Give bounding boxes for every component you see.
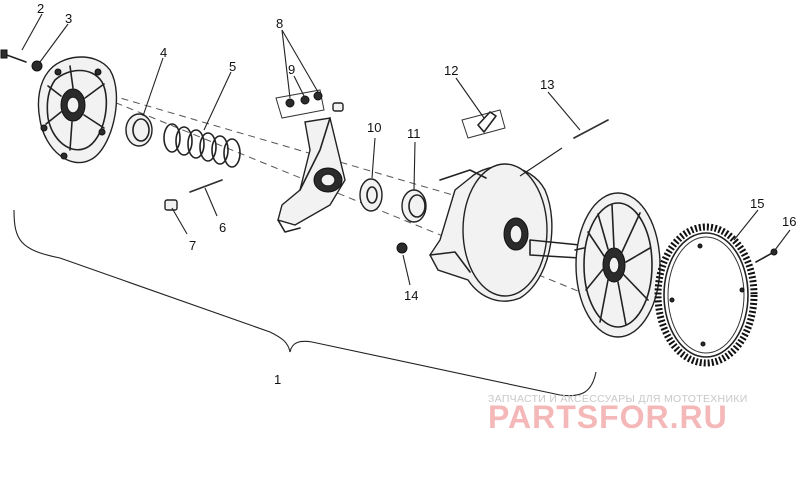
callout-13: 13: [540, 77, 554, 92]
callout-10: 10: [367, 120, 381, 135]
callout-12: 12: [444, 63, 458, 78]
part-3-washer: [31, 60, 43, 72]
part-2-bolt: [0, 49, 27, 63]
part-13-shaft-pin: [573, 119, 609, 139]
part-15-ring-gear: [654, 223, 758, 367]
callout-4: 4: [160, 45, 167, 60]
leader-lines: [21, 13, 791, 286]
callout-7: 7: [189, 238, 196, 253]
part-11-bushing: [401, 189, 427, 223]
part-6-pin: [189, 179, 223, 193]
callout-5: 5: [229, 59, 236, 74]
part-7-cap: [164, 199, 178, 211]
callout-9: 9: [288, 62, 295, 77]
center-axis-line-2: [109, 94, 471, 201]
spoked-wheel: [574, 192, 661, 338]
callout-14: 14: [404, 288, 418, 303]
sheave-cover: [37, 56, 118, 164]
callout-16: 16: [782, 214, 796, 229]
callout-2: 2: [37, 1, 44, 16]
assembly-bracket: [13, 209, 597, 397]
callout-3: 3: [65, 11, 72, 26]
fixed-sheave: [429, 163, 581, 302]
spider-arm-assembly: [277, 117, 346, 233]
callout-15: 15: [750, 196, 764, 211]
part-5-spring: [163, 123, 241, 168]
part-8-9-hardware: [275, 89, 344, 119]
callout-6: 6: [219, 220, 226, 235]
callout-1: 1: [274, 372, 281, 387]
part-16-screw: [755, 248, 778, 263]
part-12-clip: [461, 109, 506, 139]
part-10-washer: [359, 178, 383, 212]
callout-11: 11: [407, 126, 421, 141]
part-14-nut: [396, 242, 408, 254]
callout-8: 8: [276, 16, 283, 31]
watermark-subtitle: ЗАПЧАСТИ И АКСЕССУАРЫ ДЛЯ МОТОТЕХНИКИ: [488, 393, 748, 405]
part-4-bushing: [125, 113, 153, 147]
watermark-brand: PARTSFOR.RU: [488, 399, 728, 435]
